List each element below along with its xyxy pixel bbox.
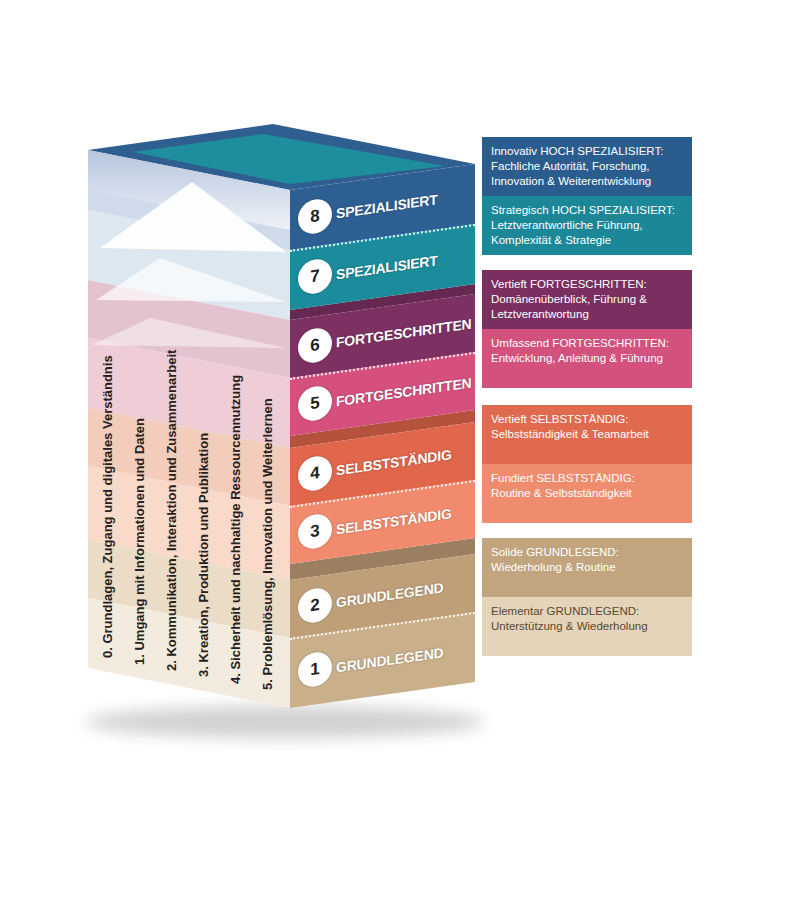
level-number-text: 7 [310,266,319,287]
left-face [88,150,475,708]
face-row [88,598,290,708]
level-number: 4 [298,454,332,493]
description-heading: Vertieft SELBSTSTÄNDIG: [491,412,683,427]
floor-shadow [85,706,485,738]
level-number: 8 [298,197,332,236]
competence-area: 0. Grundlagen, Zugang und digitales Vers… [100,356,116,659]
level-name: FORTGESCHRITTEN [336,316,471,351]
description-body: Entwicklung, Anleitung & Führung [491,351,683,366]
level-name: SELBSTSTÄNDIG [336,444,471,479]
level-description: Umfassend FORTGESCHRITTEN:Entwicklung, A… [482,329,692,388]
description-heading: Fundiert SELBSTSTÄNDIG: [491,471,683,486]
level-number-text: 1 [310,659,319,680]
level-name: SPEZIALISIERT [336,187,471,222]
description-heading: Umfassend FORTGESCHRITTEN: [491,336,683,351]
level-number: 2 [298,586,332,625]
level-description: Solide GRUNDLEGEND:Wiederholung & Routin… [482,538,692,597]
level-name: GRUNDLEGEND [336,576,471,611]
description-body: Fachliche Autorität, Forschung, Innovati… [491,159,683,189]
description-heading: Solide GRUNDLEGEND: [491,545,683,560]
level-description: Fundiert SELBSTSTÄNDIG:Routine & Selbsts… [482,464,692,523]
pyramid-layer [100,182,286,252]
level-number: 6 [298,326,332,365]
description-body: Wiederholung & Routine [491,560,683,575]
description-heading: Vertieft FORTGESCHRITTEN: [491,277,683,292]
level-description: Vertieft FORTGESCHRITTEN:Domänenüberblic… [482,270,692,329]
level-number-text: 5 [310,393,319,414]
description-heading: Elementar GRUNDLEGEND: [491,604,683,619]
level-number-text: 2 [310,595,319,616]
level-name: SELBSTSTÄNDIG [336,503,471,538]
competence-area: 3. Kreation, Produktion und Publikation [196,433,212,677]
competence-area: 2. Kommunikation, Interaktion und Zusamm… [164,350,180,671]
level-name: FORTGESCHRITTEN [336,375,471,410]
competence-area: 1. Umgang mit Informationen und Daten [132,418,148,665]
level-name: SPEZIALISIERT [336,248,471,283]
pyramid-shape [92,182,286,348]
level-description: Innovativ HOCH SPEZIALISIERT:Fachliche A… [482,137,692,196]
pyramid-layer [92,318,286,348]
level-description: Strategisch HOCH SPEZIALISIERT:Letztvera… [482,196,692,255]
level-number-text: 3 [310,521,319,542]
level-number: 1 [298,650,332,689]
description-body: Letztverantwortliche Führung, Komplexitä… [491,218,683,248]
description-heading: Strategisch HOCH SPEZIALISIERT: [491,203,683,218]
description-body: Selbstständigkeit & Teamarbeit [491,427,683,442]
level-description: Vertieft SELBSTSTÄNDIG:Selbstständigkeit… [482,405,692,464]
competence-area: 4. Sicherheit und nachhaltige Ressourcen… [228,375,244,684]
level-number: 5 [298,384,332,423]
level-number: 3 [298,512,332,551]
level-number-text: 6 [310,335,319,356]
level-number: 7 [298,257,332,296]
competence-area: 5. Problemlösung, Innovation und Weiterl… [260,398,276,690]
description-body: Unterstützung & Wiederholung [491,619,683,634]
description-body: Domänenüberblick, Führung & Letztverantw… [491,292,683,322]
level-number-text: 4 [310,463,319,484]
level-description: Elementar GRUNDLEGEND:Unterstützung & Wi… [482,597,692,656]
level-number-text: 8 [310,206,319,227]
level-name: GRUNDLEGEND [336,641,471,676]
pyramid-layer [96,258,286,302]
description-body: Routine & Selbstständigkeit [491,486,683,501]
description-heading: Innovativ HOCH SPEZIALISIERT: [491,144,683,159]
